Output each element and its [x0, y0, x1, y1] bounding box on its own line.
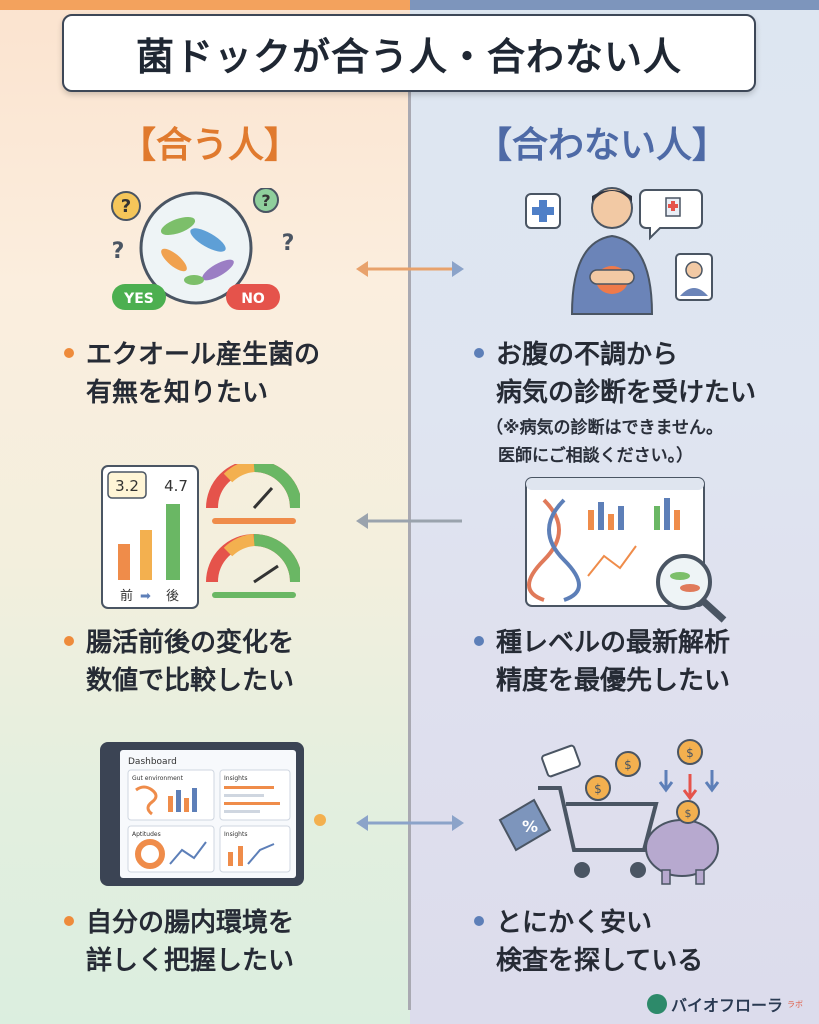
double-arrow-icon	[356, 261, 464, 277]
panel-insights2-label: Insights	[224, 831, 247, 838]
yes-label: YES	[123, 291, 154, 307]
panel-aptitudes-label: Aptitudes	[132, 831, 161, 838]
suitable-item-3: 自分の腸内環境を 詳しく把握したい	[64, 904, 294, 980]
top-strip-right	[410, 0, 819, 10]
cart-piggy-bank-icon: % $ $ $ $	[498, 739, 720, 885]
unsuitable-item-2: 種レベルの最新解析 精度を最優先したい	[474, 624, 730, 700]
suitable-item-2: 腸活前後の変化を 数値で比較したい	[64, 624, 294, 700]
bullet-icon	[64, 635, 74, 646]
bullet-icon	[64, 347, 74, 358]
unsuitable-heading: 【合わない人】	[476, 125, 729, 166]
brand-logo: バイオフローラ ラボ	[646, 992, 803, 1016]
diagnosis-note: （※病気の診断はできません。 医師にご相談ください。）	[486, 418, 724, 466]
page-title: 菌ドックが合う人・合わない人	[135, 34, 682, 79]
bullet-icon	[474, 915, 484, 926]
svg-text:?: ?	[282, 231, 295, 256]
left-arrow-icon	[356, 513, 462, 529]
dna-analysis-icon	[525, 477, 727, 623]
score-after: 4.7	[164, 477, 188, 495]
dashboard-title: Dashboard	[128, 757, 177, 767]
svg-text:?: ?	[121, 196, 131, 217]
bacteria-dish-icon: ? ? ? ? YES NO	[111, 188, 295, 310]
title-banner: 菌ドックが合う人・合わない人	[62, 14, 756, 92]
panel-insights-label: Insights	[224, 775, 247, 782]
double-arrow-icon	[356, 815, 464, 831]
svg-text:➡: ➡	[140, 589, 151, 604]
dashboard-tablet-icon: Dashboard Gut environment Insights Aptit…	[100, 742, 326, 886]
panel-gut-label: Gut environment	[132, 775, 184, 782]
suitable-item-1: エクオール産生菌の 有無を知りたい	[64, 336, 320, 412]
svg-text:$: $	[624, 758, 632, 772]
bullet-icon	[474, 635, 484, 646]
center-divider	[408, 90, 411, 1010]
score-before: 3.2	[115, 477, 139, 495]
bullet-icon	[64, 915, 74, 926]
stomach-ache-person-icon	[525, 187, 713, 315]
brand-name: バイオフローラ	[670, 996, 783, 1015]
unsuitable-item-3: とにかく安い 検査を探している	[474, 904, 703, 980]
bullet-icon	[474, 347, 484, 358]
svg-text:?: ?	[261, 191, 270, 210]
brand-sub: ラボ	[787, 999, 803, 1009]
leaf-icon	[646, 994, 667, 1014]
before-label: 前	[120, 588, 133, 604]
svg-text:$: $	[685, 807, 692, 820]
unsuitable-item-1: お腹の不調から 病気の診断を受けたい	[474, 336, 756, 412]
top-strip-left	[0, 0, 410, 10]
svg-text:?: ?	[112, 239, 125, 264]
svg-text:$: $	[686, 746, 694, 760]
after-label: 後	[166, 589, 179, 604]
svg-text:$: $	[594, 782, 602, 796]
suitable-heading: 【合う人】	[120, 125, 301, 166]
no-label: NO	[241, 291, 265, 307]
before-after-chart-icon: 3.2 4.7 前 ➡ 後	[101, 464, 300, 609]
svg-text:%: %	[522, 817, 538, 836]
